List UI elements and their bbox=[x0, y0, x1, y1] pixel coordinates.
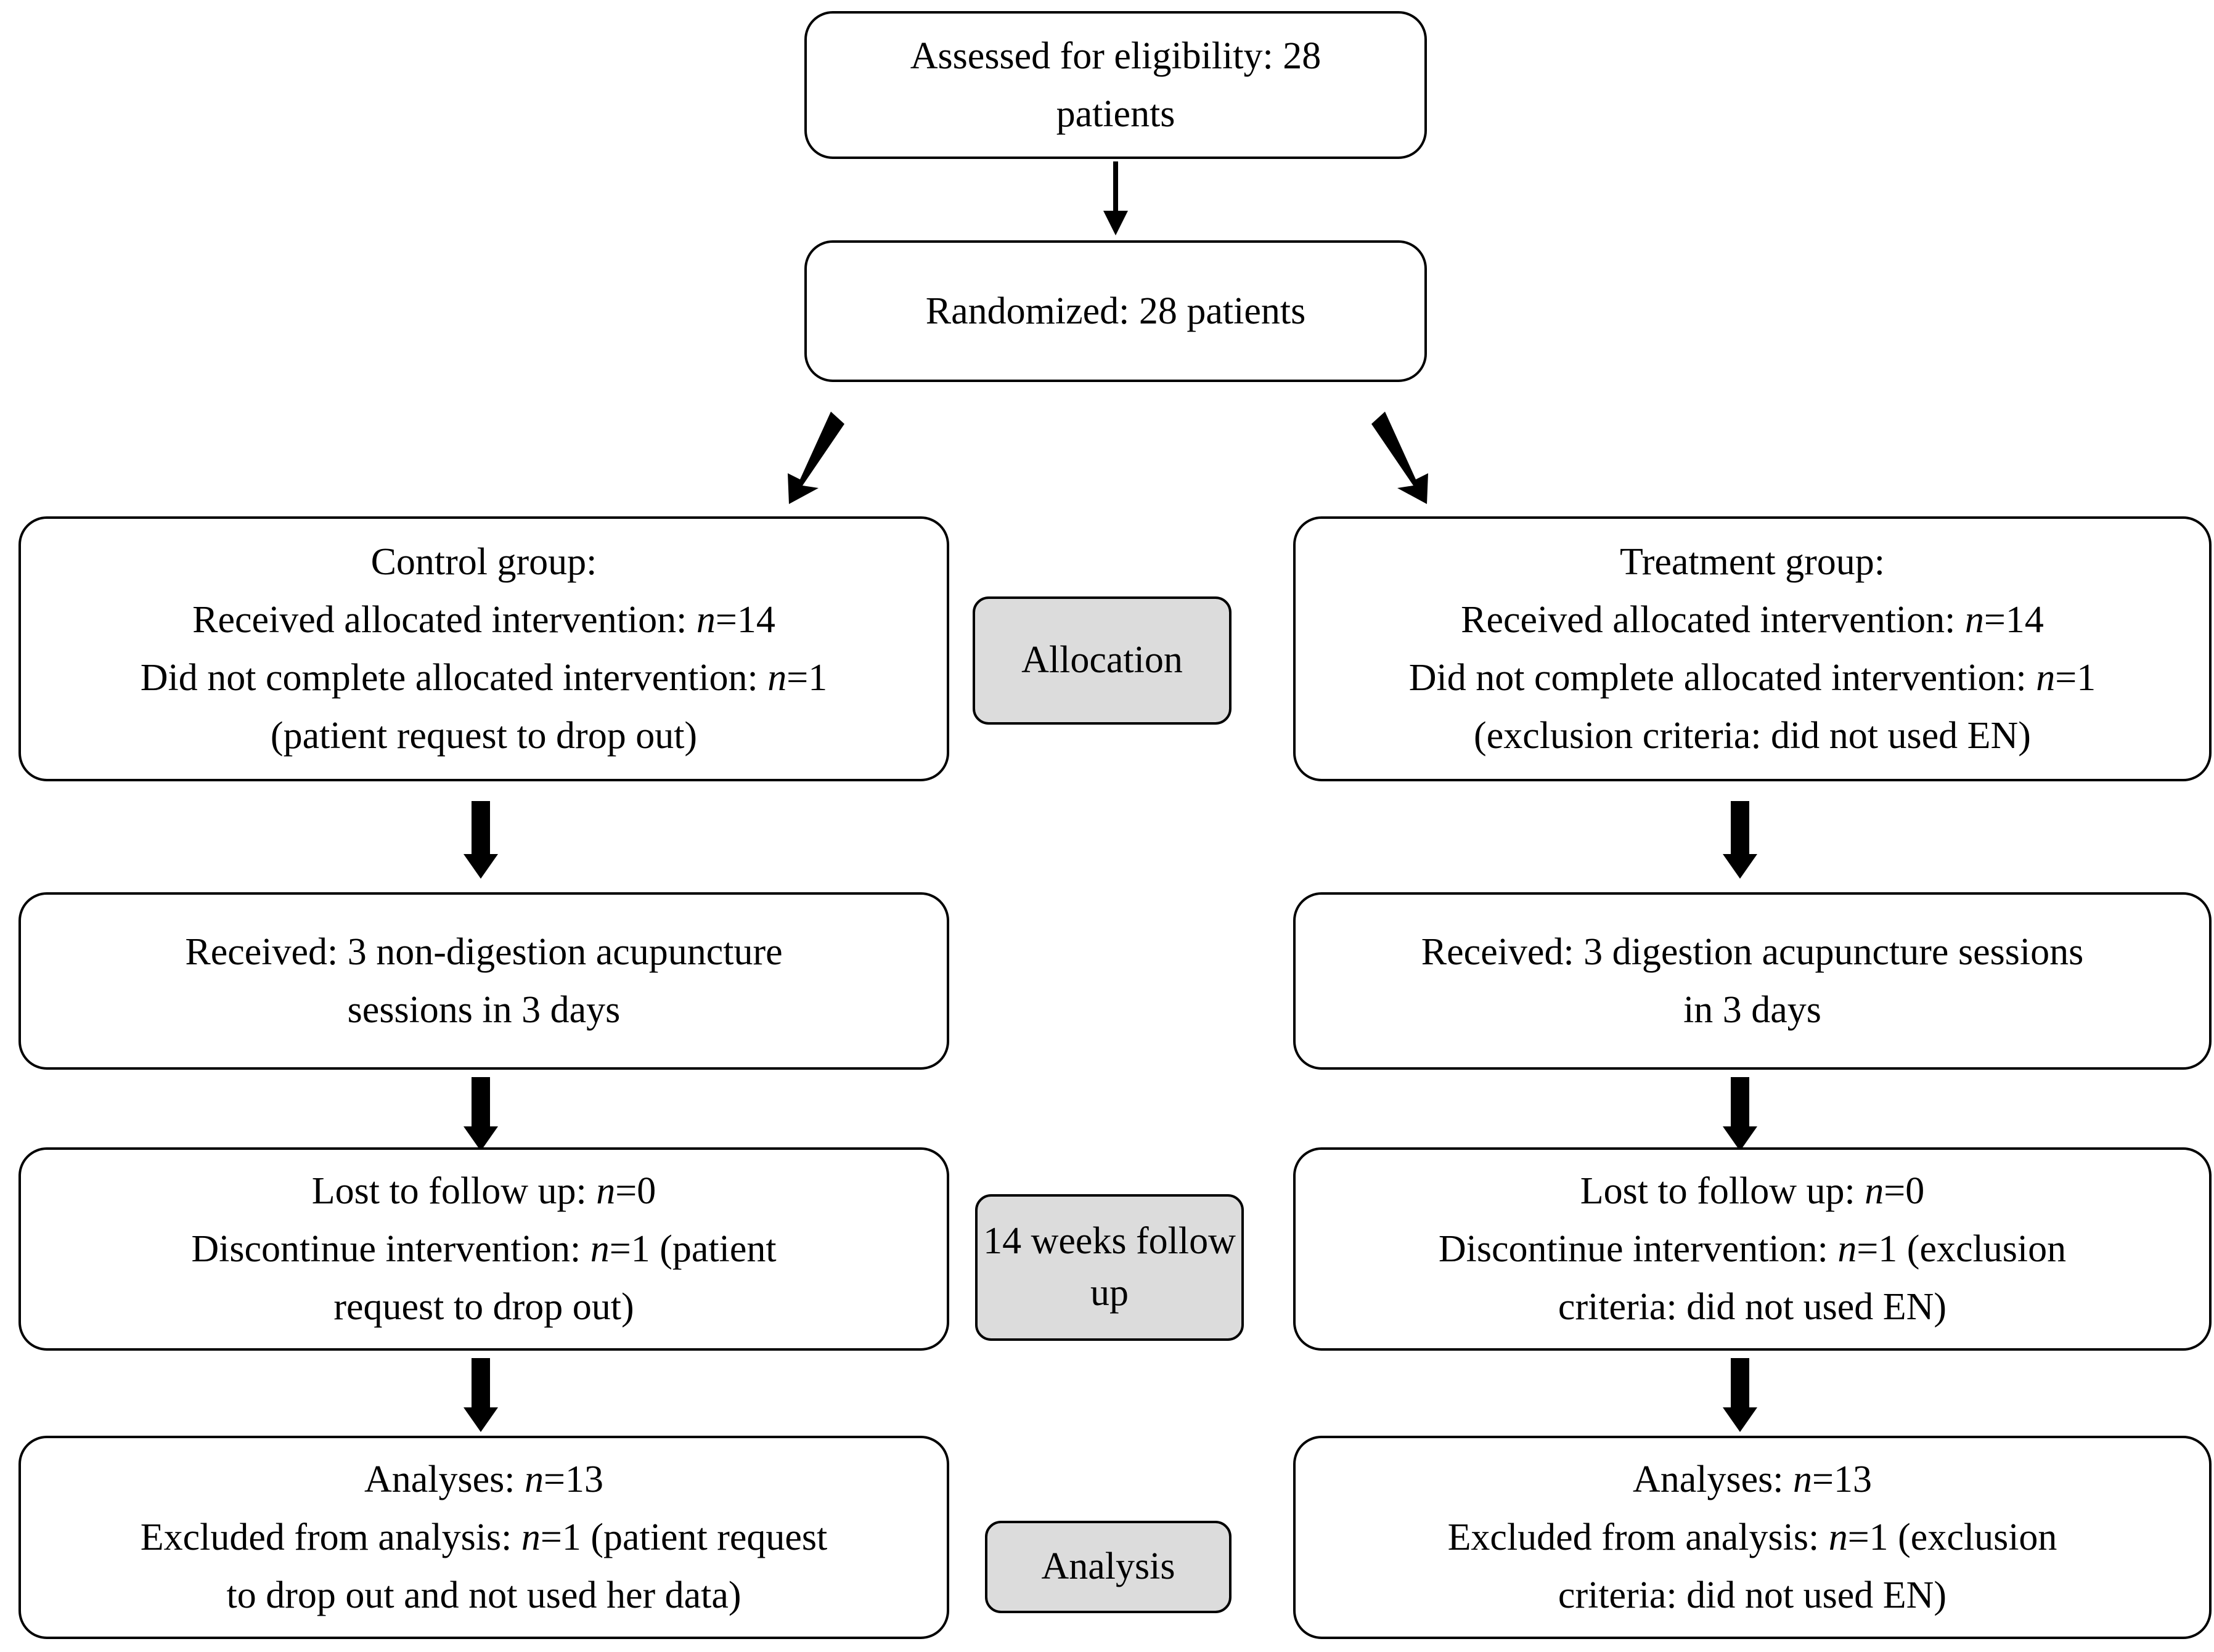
arrow-assessed-to-randomized bbox=[1101, 161, 1130, 235]
node-control-allocation: Control group: Received allocated interv… bbox=[18, 516, 949, 781]
n-symbol: n bbox=[521, 1516, 541, 1558]
arrow-control-received-to-followup bbox=[464, 1077, 498, 1151]
n-symbol: n bbox=[1964, 598, 1984, 641]
n-symbol: n bbox=[1837, 1227, 1857, 1270]
arrow-control-followup-to-analysis bbox=[464, 1358, 498, 1432]
control-analysis-line-3: to drop out and not used her data) bbox=[226, 1574, 741, 1617]
control-analysis-line-2: Excluded from analysis: n=1 (patient req… bbox=[140, 1516, 828, 1558]
assessed-line-2: patients bbox=[1056, 93, 1175, 135]
node-randomized: Randomized: 28 patients bbox=[804, 240, 1427, 382]
n-symbol: n bbox=[525, 1458, 544, 1500]
n-symbol: n bbox=[696, 598, 716, 641]
randomized-line-1: Randomized: 28 patients bbox=[925, 290, 1306, 332]
node-treatment-followup: Lost to follow up: n=0 Discontinue inter… bbox=[1293, 1147, 2212, 1351]
stage-followup-line-2: follow up bbox=[1090, 1220, 1236, 1314]
node-control-analysis: Analyses: n=13 Excluded from analysis: n… bbox=[18, 1436, 949, 1639]
control-allocation-line-4: (patient request to drop out) bbox=[270, 715, 698, 757]
treatment-allocation-line-2: Received allocated intervention: n=14 bbox=[1461, 598, 2044, 641]
arrow-randomized-to-control bbox=[764, 407, 857, 505]
arrow-treatment-allocation-to-received bbox=[1723, 801, 1757, 879]
n-symbol: n bbox=[596, 1170, 616, 1212]
control-followup-line-3: request to drop out) bbox=[333, 1286, 634, 1329]
stage-allocation-text: Allocation bbox=[1021, 639, 1183, 682]
n-symbol: n bbox=[1828, 1516, 1848, 1558]
stage-label-allocation: Allocation bbox=[973, 596, 1232, 725]
stage-analysis-text: Analysis bbox=[1041, 1545, 1175, 1588]
n-symbol: n bbox=[1865, 1170, 1884, 1212]
treatment-received-line-2: in 3 days bbox=[1683, 989, 1821, 1031]
n-symbol: n bbox=[767, 657, 787, 699]
assessed-line-1: Assessed for eligibility: 28 bbox=[910, 35, 1321, 77]
treatment-received-line-1: Received: 3 digestion acupuncture sessio… bbox=[1421, 930, 2084, 973]
node-treatment-received-sessions: Received: 3 digestion acupuncture sessio… bbox=[1293, 892, 2212, 1070]
control-allocation-line-1: Control group: bbox=[370, 540, 597, 583]
treatment-analysis-line-1: Analyses: n=13 bbox=[1633, 1458, 1872, 1500]
treatment-allocation-line-1: Treatment group: bbox=[1620, 540, 1885, 583]
treatment-followup-line-1: Lost to follow up: n=0 bbox=[1580, 1170, 1925, 1212]
node-treatment-allocation: Treatment group: Received allocated inte… bbox=[1293, 516, 2212, 781]
treatment-analysis-line-2: Excluded from analysis: n=1 (exclusion bbox=[1447, 1516, 2057, 1558]
arrow-control-allocation-to-received bbox=[464, 801, 498, 879]
treatment-allocation-line-4: (exclusion criteria: did not used EN) bbox=[1474, 715, 2031, 757]
node-treatment-analysis: Analyses: n=13 Excluded from analysis: n… bbox=[1293, 1436, 2212, 1639]
control-followup-line-1: Lost to follow up: n=0 bbox=[311, 1170, 656, 1212]
control-followup-line-2: Discontinue intervention: n=1 (patient bbox=[191, 1227, 777, 1270]
n-symbol: n bbox=[1793, 1458, 1813, 1500]
arrow-treatment-received-to-followup bbox=[1723, 1077, 1757, 1151]
n-symbol: n bbox=[590, 1227, 610, 1270]
control-received-line-1: Received: 3 non-digestion acupuncture bbox=[185, 930, 783, 973]
control-allocation-line-2: Received allocated intervention: n=14 bbox=[192, 598, 775, 641]
treatment-followup-line-3: criteria: did not used EN) bbox=[1558, 1286, 1947, 1329]
stage-label-followup: 14 weeks follow up bbox=[975, 1194, 1244, 1341]
treatment-followup-line-2: Discontinue intervention: n=1 (exclusion bbox=[1438, 1227, 2067, 1270]
control-allocation-line-3: Did not complete allocated intervention:… bbox=[140, 657, 828, 699]
n-symbol: n bbox=[2036, 657, 2056, 699]
control-analysis-line-1: Analyses: n=13 bbox=[364, 1458, 603, 1500]
arrow-randomized-to-treatment bbox=[1359, 407, 1452, 505]
treatment-allocation-line-3: Did not complete allocated intervention:… bbox=[1408, 657, 2096, 699]
stage-followup-line-1: 14 weeks bbox=[983, 1220, 1127, 1263]
stage-label-analysis: Analysis bbox=[985, 1521, 1232, 1613]
node-assessed-for-eligibility: Assessed for eligibility: 28 patients bbox=[804, 11, 1427, 159]
treatment-analysis-line-3: criteria: did not used EN) bbox=[1558, 1574, 1947, 1617]
node-control-followup: Lost to follow up: n=0 Discontinue inter… bbox=[18, 1147, 949, 1351]
node-control-received-sessions: Received: 3 non-digestion acupuncture se… bbox=[18, 892, 949, 1070]
arrow-treatment-followup-to-analysis bbox=[1723, 1358, 1757, 1432]
control-received-line-2: sessions in 3 days bbox=[347, 989, 621, 1031]
